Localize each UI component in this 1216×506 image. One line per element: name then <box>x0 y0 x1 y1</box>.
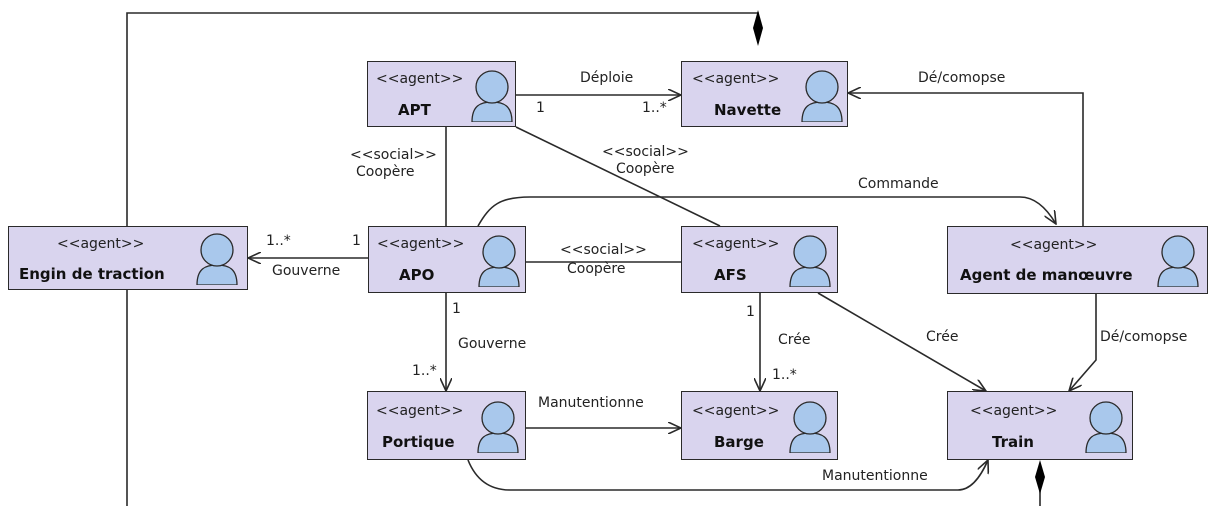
agent-name: Portique <box>382 433 455 451</box>
label-gouverne-portique: Gouverne <box>458 336 527 352</box>
multiplicity-apo-one-left: 1 <box>352 233 361 249</box>
label-social-apt-apo: <<social>> <box>350 147 437 163</box>
edge-manoeuvre-navette <box>848 93 1084 226</box>
agent-name: Agent de manœuvre <box>960 266 1133 284</box>
multiplicity-portique-many: 1..* <box>412 363 437 379</box>
composition-diamond-navette <box>753 10 763 46</box>
agent-afs[interactable]: <<agent>> AFS <box>681 226 838 293</box>
actor-icon <box>478 235 520 287</box>
stereotype-label: <<agent>> <box>57 236 145 252</box>
label-coopere-apo-afs: Coopère <box>567 261 626 277</box>
composition-diamond-train <box>1035 460 1045 494</box>
agent-apo[interactable]: <<agent>> APO <box>368 226 526 293</box>
label-manutentionne-train: Manutentionne <box>822 468 928 484</box>
actor-icon <box>1085 401 1127 453</box>
label-decompose-train: Dé/comopse <box>1100 329 1188 345</box>
agent-portique[interactable]: <<agent>> Portique <box>367 391 526 460</box>
agent-name: AFS <box>714 266 747 284</box>
label-social-apt-afs: <<social>> <box>602 144 689 160</box>
actor-icon <box>1157 235 1199 287</box>
agent-train[interactable]: <<agent>> Train <box>947 391 1133 460</box>
label-cree-train: Crée <box>926 329 959 345</box>
stereotype-label: <<agent>> <box>376 71 464 87</box>
stereotype-label: <<agent>> <box>692 403 780 419</box>
label-cree-barge: Crée <box>778 332 811 348</box>
stereotype-label: <<agent>> <box>692 71 780 87</box>
agent-name: Train <box>992 433 1034 451</box>
agent-name: Navette <box>714 101 782 119</box>
label-decompose-navette: Dé/comopse <box>918 70 1006 86</box>
label-social-apo-afs: <<social>> <box>560 242 647 258</box>
edge-afs-train <box>817 292 986 391</box>
stereotype-label: <<agent>> <box>1010 237 1098 253</box>
multiplicity-engin-many: 1..* <box>266 233 291 249</box>
agent-name: APO <box>399 266 435 284</box>
label-manutentionne-barge: Manutentionne <box>538 395 644 411</box>
multiplicity-barge-many: 1..* <box>772 367 797 383</box>
label-coopere-apt-afs: Coopère <box>616 161 675 177</box>
agent-name: Engin de traction <box>19 265 165 283</box>
label-commande: Commande <box>858 176 939 192</box>
agent-name: APT <box>398 101 431 119</box>
label-deploie: Déploie <box>580 70 634 86</box>
agent-navette[interactable]: <<agent>> Navette <box>681 61 848 127</box>
actor-icon <box>196 233 238 285</box>
actor-icon <box>789 401 831 453</box>
agent-apt[interactable]: <<agent>> APT <box>367 61 516 127</box>
multiplicity-apt-one: 1 <box>536 100 545 116</box>
multiplicity-afs-one: 1 <box>746 304 755 320</box>
edge-manoeuvre-train <box>1069 294 1097 391</box>
actor-icon <box>477 401 519 453</box>
actor-icon <box>789 235 831 287</box>
agent-agent-de-manoeuvre[interactable]: <<agent>> Agent de manœuvre <box>947 226 1208 294</box>
edge-portique-train <box>467 460 988 491</box>
stereotype-label: <<agent>> <box>970 403 1058 419</box>
label-gouverne-engin: Gouverne <box>272 263 341 279</box>
multiplicity-apo-one-bottom: 1 <box>452 301 461 317</box>
agent-barge[interactable]: <<agent>> Barge <box>681 391 838 460</box>
label-coopere-apt-apo: Coopère <box>356 164 415 180</box>
edge-apt-afs <box>515 126 721 227</box>
agent-engin-de-traction[interactable]: <<agent>> Engin de traction <box>8 226 248 290</box>
edge-apo-manoeuvre <box>477 196 1056 227</box>
actor-icon <box>801 70 843 122</box>
actor-icon <box>471 70 513 122</box>
multiplicity-navette-many: 1..* <box>642 100 667 116</box>
stereotype-label: <<agent>> <box>692 236 780 252</box>
stereotype-label: <<agent>> <box>376 403 464 419</box>
stereotype-label: <<agent>> <box>377 236 465 252</box>
agent-name: Barge <box>714 433 764 451</box>
